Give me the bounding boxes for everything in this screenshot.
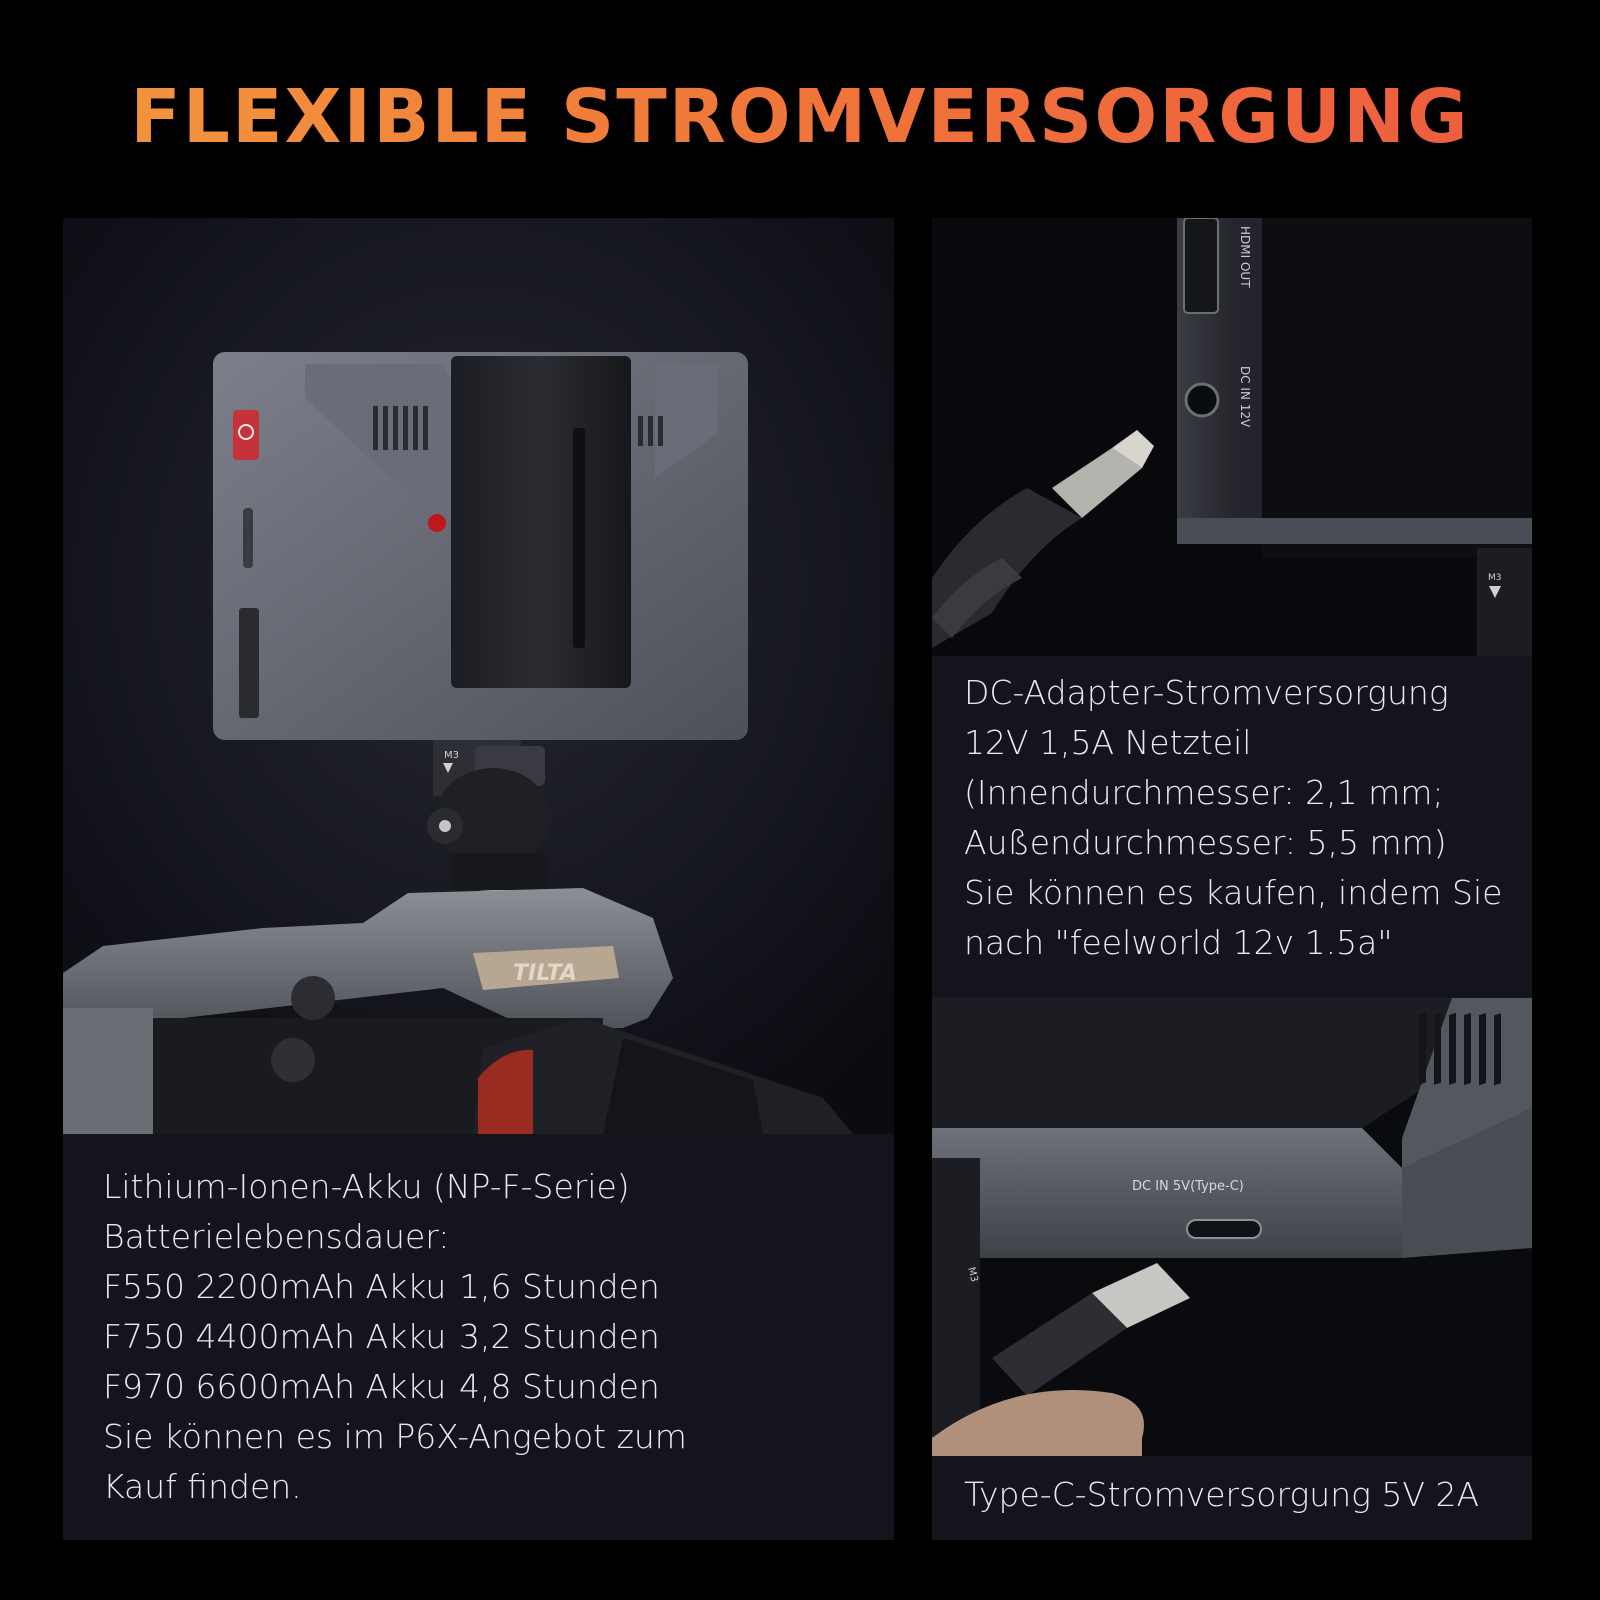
svg-text:TILTA: TILTA xyxy=(513,961,577,986)
dc-plug-photo: HDMI OUT DC IN 12V M3 xyxy=(932,218,1532,656)
dc-adapter-panel: HDMI OUT DC IN 12V M3 DC-Adapter-Stromve… xyxy=(932,218,1532,998)
battery-duration: 3,2 Stunden xyxy=(459,1317,660,1356)
mount-label: M3 xyxy=(1488,573,1502,583)
left-product-panel: M3 TILTA Lithium-Ionen-Akku (NP-F-Serie)… xyxy=(63,218,894,1540)
battery-caption-line: Lithium-Ionen-Akku (NP-F-Serie) xyxy=(103,1167,630,1206)
battery-caption-line: Kauf finden. xyxy=(103,1467,302,1506)
type-c-port-label: DC IN 5V(Type-C) xyxy=(1132,1179,1244,1194)
battery-caption-line: Sie können es im P6X-Angebot zum xyxy=(103,1417,687,1456)
battery-row: F550 2200mAh Akku 1,6 Stunden xyxy=(103,1262,687,1312)
mount-label: M3 xyxy=(965,1266,980,1283)
battery-caption: Lithium-Ionen-Akku (NP-F-Serie) Batterie… xyxy=(63,1134,894,1540)
dc-caption-line: (Innendurchmesser: 2,1 mm; xyxy=(964,773,1444,812)
dc-caption-line: Sie können es kaufen, indem Sie xyxy=(964,873,1503,912)
battery-caption-line: Batterielebensdauer: xyxy=(103,1217,450,1256)
type-c-plug-photo: DC IN 5V(Type-C) M3 xyxy=(932,998,1532,1456)
dc-caption-line: Außendurchmesser: 5,5 mm) xyxy=(964,823,1447,862)
dc-caption-line: 12V 1,5A Netzteil xyxy=(964,723,1252,762)
battery-model: F750 4400mAh Akku xyxy=(103,1317,447,1356)
battery-row: F970 6600mAh Akku 4,8 Stunden xyxy=(103,1362,687,1412)
battery-duration: 4,8 Stunden xyxy=(459,1367,660,1406)
dc-caption-line: nach "feelworld 12v 1.5a" xyxy=(964,923,1393,962)
battery-model: F550 2200mAh Akku xyxy=(103,1267,447,1306)
type-c-caption: Type-C-Stromversorgung 5V 2A xyxy=(964,1475,1480,1514)
dc-port-label: DC IN 12V xyxy=(1238,366,1252,428)
monitor-battery-photo: M3 TILTA xyxy=(63,218,894,1134)
hdmi-port-label: HDMI OUT xyxy=(1238,226,1252,288)
svg-text:M3: M3 xyxy=(444,750,459,761)
battery-row: F750 4400mAh Akku 3,2 Stunden xyxy=(103,1312,687,1362)
dc-caption-line: DC-Adapter-Stromversorgung xyxy=(964,673,1449,712)
page-title: FLEXIBLE STROMVERSORGUNG xyxy=(0,74,1600,160)
type-c-panel: DC IN 5V(Type-C) M3 Type-C-Stromversorgu… xyxy=(932,998,1532,1540)
battery-duration: 1,6 Stunden xyxy=(459,1267,660,1306)
battery-model: F970 6600mAh Akku xyxy=(103,1367,447,1406)
